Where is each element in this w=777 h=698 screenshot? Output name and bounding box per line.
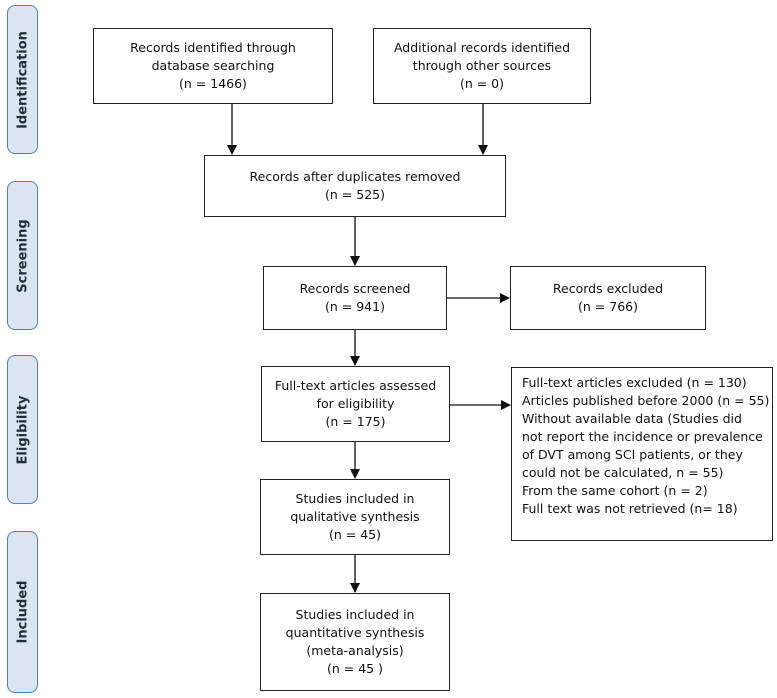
- box-line: Records after duplicates removed: [249, 169, 461, 184]
- box-line: Full-text articles assessed: [274, 378, 437, 393]
- box-line: for eligibility: [316, 396, 395, 411]
- box-quantitative-synthesis: Studies included in quantitative synthes…: [260, 593, 450, 691]
- box-line: From the same cohort (n = 2): [522, 483, 708, 498]
- box-line: quantitative synthesis: [285, 625, 425, 640]
- box-line: Records excluded: [552, 281, 664, 296]
- box-after-duplicates: Records after duplicates removed (n = 52…: [204, 155, 506, 217]
- box-line: (meta-analysis): [306, 643, 404, 658]
- box-line: Additional records identified: [393, 40, 571, 55]
- box-line: Full-text articles excluded (n = 130): [522, 375, 747, 390]
- box-fulltext-excluded: Full-text articles excluded (n = 130) Ar…: [511, 367, 773, 541]
- phase-screening: Screening: [7, 181, 38, 330]
- box-line: (n = 45): [328, 527, 381, 542]
- box-records-screened: Records screened (n = 941): [263, 266, 447, 330]
- box-line: (n = 45 ): [327, 661, 383, 676]
- box-line: (n = 941): [325, 299, 385, 314]
- box-line: Studies included in: [295, 491, 415, 506]
- box-line: (n = 766): [578, 299, 638, 314]
- box-line: (n = 0): [459, 76, 505, 91]
- phase-included: Included: [7, 531, 38, 693]
- box-line: Without available data (Studies did: [522, 411, 742, 426]
- box-line: Articles published before 2000 (n = 55): [522, 393, 770, 408]
- box-line: could not be calculated, n = 55): [522, 465, 724, 480]
- box-line: not report the incidence or prevalence: [522, 429, 763, 444]
- box-other-sources: Additional records identified through ot…: [373, 28, 591, 104]
- box-fulltext-assessed: Full-text articles assessed for eligibil…: [261, 366, 450, 442]
- box-line: (n = 525): [325, 187, 385, 202]
- box-line: (n = 1466): [179, 76, 247, 91]
- box-line: Full text was not retrieved (n= 18): [522, 501, 738, 516]
- box-records-excluded: Records excluded (n = 766): [510, 266, 706, 330]
- box-line: (n = 175): [325, 414, 386, 429]
- box-qualitative-synthesis: Studies included in qualitative synthesi…: [260, 479, 450, 555]
- box-line: Records screened: [299, 281, 411, 296]
- box-line: qualitative synthesis: [290, 509, 420, 524]
- box-database-search: Records identified through database sear…: [93, 28, 333, 104]
- box-line: database searching: [151, 58, 275, 73]
- box-line: Studies included in: [295, 607, 415, 622]
- phase-eligibility: Eligibility: [7, 355, 38, 504]
- box-line: of DVT among SCI patients, or they: [522, 447, 743, 462]
- phase-identification: Identification: [7, 5, 38, 154]
- box-line: Records identified through: [130, 40, 296, 55]
- box-line: through other sources: [412, 58, 552, 73]
